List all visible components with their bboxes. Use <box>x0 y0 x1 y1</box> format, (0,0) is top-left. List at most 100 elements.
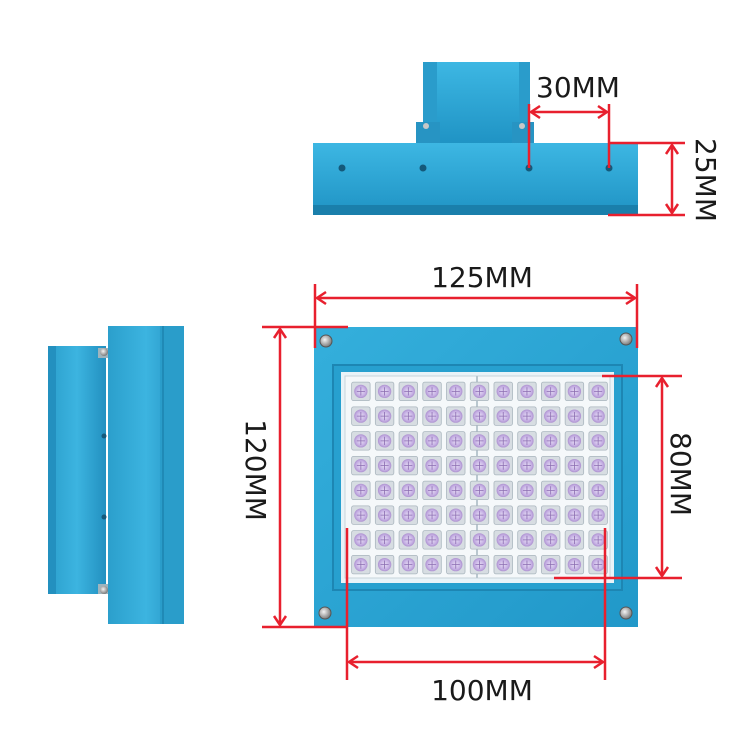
led-electrode <box>356 486 365 495</box>
led-electrode <box>356 412 365 421</box>
side-rear-body <box>48 346 106 594</box>
led-electrode <box>427 436 437 445</box>
screw-icon <box>619 606 633 620</box>
led-electrode <box>499 461 508 470</box>
led-electrode <box>594 511 603 520</box>
led-electrode <box>356 535 365 544</box>
dimension-label-window-height: 80MM <box>664 432 697 516</box>
led-electrode <box>380 412 389 421</box>
led-electrode <box>404 486 413 495</box>
led-electrode <box>594 436 603 445</box>
led-electrode <box>451 486 460 495</box>
led-electrode <box>427 461 437 470</box>
led-electrode <box>570 535 579 544</box>
led-electrode <box>356 461 365 470</box>
led-electrode <box>499 535 508 544</box>
led-electrode <box>380 511 389 520</box>
mount-hole-icon <box>419 164 427 172</box>
led-electrode <box>404 461 413 470</box>
dimension-label-top-spacing: 30MM <box>536 71 620 104</box>
dimension-100mm <box>345 528 607 680</box>
led-electrode <box>427 412 437 421</box>
led-electrode <box>594 461 603 470</box>
led-electrode <box>522 486 532 495</box>
mount-hole-icon <box>101 514 107 520</box>
dimension-label-top-height: 25MM <box>689 138 722 222</box>
led-electrode <box>427 387 437 396</box>
led-electrode <box>546 560 555 569</box>
led-electrode <box>356 560 365 569</box>
led-electrode <box>404 412 413 421</box>
led-electrode <box>475 535 484 544</box>
dimension-125mm <box>313 284 639 348</box>
top-mount-block-face <box>437 62 519 144</box>
top-bar-shadow <box>313 205 638 215</box>
led-electrode <box>451 436 460 445</box>
screw-icon <box>319 334 333 348</box>
led-electrode <box>475 387 484 396</box>
led-electrode <box>451 387 460 396</box>
led-electrode <box>522 511 532 520</box>
led-electrode <box>356 511 365 520</box>
led-electrode <box>380 535 389 544</box>
led-electrode <box>570 461 579 470</box>
top-mount-bracket-left <box>416 122 440 144</box>
led-electrode <box>475 560 484 569</box>
side-front-rim <box>160 326 184 624</box>
screw-icon <box>100 348 108 356</box>
led-electrode <box>475 461 484 470</box>
dimension-label-front-width: 125MM <box>431 261 533 294</box>
led-electrode <box>380 560 389 569</box>
led-electrode <box>546 436 555 445</box>
led-electrode <box>451 535 460 544</box>
led-electrode <box>570 486 579 495</box>
led-electrode <box>404 387 413 396</box>
front-view: 125MM 120MM 80MM 100MM <box>239 261 697 707</box>
screw-icon <box>100 586 108 594</box>
led-electrode <box>499 436 508 445</box>
led-electrode <box>546 412 555 421</box>
led-electrode <box>499 387 508 396</box>
led-electrode <box>499 412 508 421</box>
led-electrode <box>427 486 437 495</box>
led-electrode <box>499 486 508 495</box>
led-electrode <box>380 486 389 495</box>
led-electrode <box>522 387 532 396</box>
led-electrode <box>380 461 389 470</box>
screw-icon <box>619 332 633 346</box>
led-electrode <box>475 486 484 495</box>
led-electrode <box>404 436 413 445</box>
dimension-25mm <box>608 141 685 217</box>
led-electrode <box>546 486 555 495</box>
led-electrode <box>594 412 603 421</box>
led-electrode <box>427 511 437 520</box>
led-electrode <box>427 535 437 544</box>
led-electrode <box>451 511 460 520</box>
led-array <box>351 381 608 575</box>
dimension-30mm <box>527 104 611 168</box>
led-electrode <box>356 436 365 445</box>
led-electrode <box>570 560 579 569</box>
led-electrode <box>475 436 484 445</box>
led-electrode <box>404 535 413 544</box>
led-electrode <box>546 511 555 520</box>
top-view: 30MM 25MM <box>313 62 722 222</box>
led-electrode <box>546 535 555 544</box>
led-electrode <box>499 511 508 520</box>
dimension-120mm <box>262 325 348 629</box>
dimension-80mm <box>554 374 682 580</box>
led-electrode <box>356 387 365 396</box>
led-electrode <box>499 560 508 569</box>
led-electrode <box>475 412 484 421</box>
led-electrode <box>451 560 460 569</box>
led-electrode <box>427 560 437 569</box>
led-electrode <box>570 511 579 520</box>
screw-icon <box>423 123 429 129</box>
mount-hole-icon <box>338 164 346 172</box>
screw-icon <box>519 123 525 129</box>
led-electrode <box>546 387 555 396</box>
top-bar-body <box>313 143 638 215</box>
led-electrode <box>570 387 579 396</box>
led-electrode <box>570 436 579 445</box>
